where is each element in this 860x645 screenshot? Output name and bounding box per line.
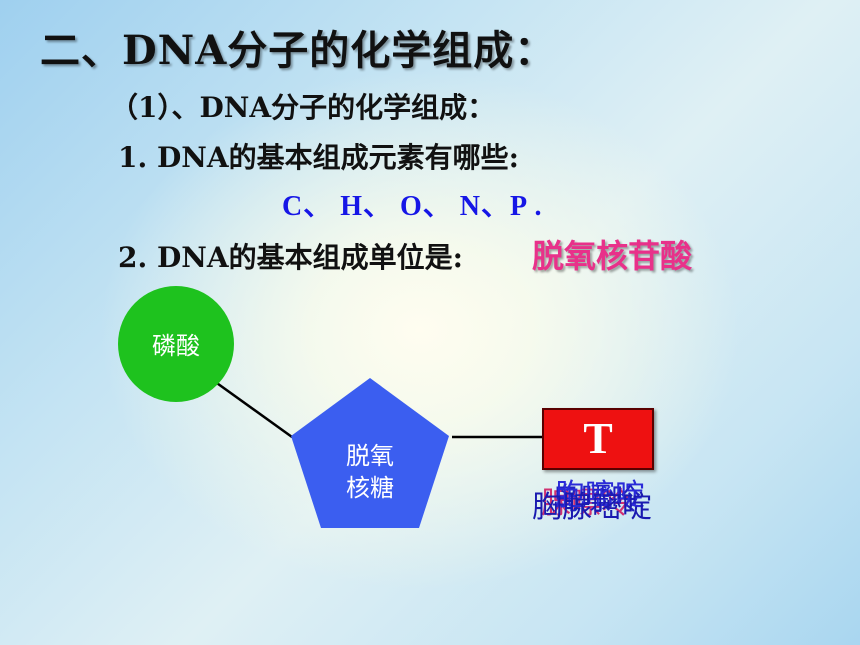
slide-title: 二、DNA分子的化学组成：	[40, 27, 556, 74]
answer-elements: C、 H、 O、 N、P .	[282, 191, 543, 222]
deoxyribose-pentagon	[291, 378, 449, 528]
question-elements: 1. DNA的基本组成元素有哪些:	[118, 141, 519, 174]
phosphate-circle	[118, 286, 234, 402]
base-name-adenine: 腺嘌呤	[541, 486, 631, 521]
slide-subtitle: （1）、DNA分子的化学组成：	[110, 91, 496, 124]
deoxyribose-label-line1: 脱氧	[346, 442, 394, 470]
base-name-cytosine: 胞嘧啶	[555, 478, 645, 513]
question-unit: 2. DNA的基本组成单位是:	[118, 241, 463, 274]
base-name-stack: 腺嘌呤 鸟嘌呤 胞嘧啶 胸腺嘧啶	[512, 478, 672, 538]
base-box: T	[542, 408, 654, 470]
answer-unit: 脱氧核苷酸	[532, 237, 693, 275]
base-name-thymine: 胸腺嘧啶	[532, 490, 652, 525]
deoxyribose-label-line2: 核糖	[346, 474, 394, 502]
phosphate-label: 磷酸	[152, 332, 200, 360]
base-name-guanine: 鸟嘌呤	[551, 482, 641, 517]
phosphate-sugar-bond	[213, 379, 293, 439]
